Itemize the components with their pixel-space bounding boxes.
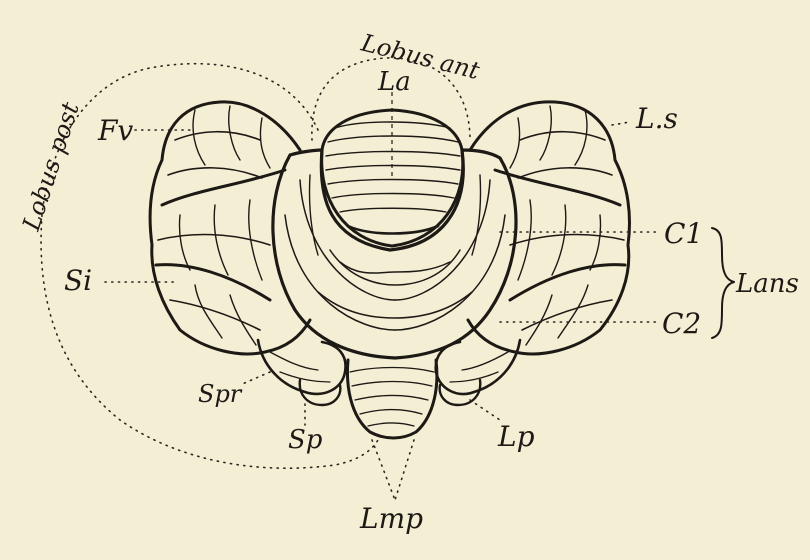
lp-leader — [470, 400, 500, 420]
label-ls: L.s — [635, 102, 678, 135]
lmp-leader-left — [372, 440, 395, 500]
label-spr: Spr — [198, 380, 243, 408]
label-c1: C1 — [664, 217, 703, 250]
ls-leader — [612, 122, 630, 125]
label-lobus-anterior: Lobus ant — [358, 28, 483, 85]
label-sp: Sp — [288, 425, 323, 455]
lans-brace — [712, 228, 734, 338]
label-fv: Fv — [97, 114, 133, 147]
central-lamellae — [285, 175, 505, 330]
label-lp: Lp — [497, 420, 535, 453]
spr-leader — [240, 372, 270, 385]
left-folia — [156, 106, 285, 345]
vermis-folia — [350, 368, 434, 427]
lmp-leader-right — [395, 440, 414, 500]
label-la: La — [377, 67, 411, 97]
label-c2: C2 — [662, 307, 701, 340]
anterior-lamellae — [326, 122, 460, 234]
label-lmp: Lmp — [359, 502, 423, 535]
right-lower-lobe — [436, 340, 520, 394]
label-lans: Lans — [735, 269, 799, 299]
label-lobus-posterior: Lobus post — [17, 98, 85, 234]
label-si: Si — [64, 264, 92, 297]
